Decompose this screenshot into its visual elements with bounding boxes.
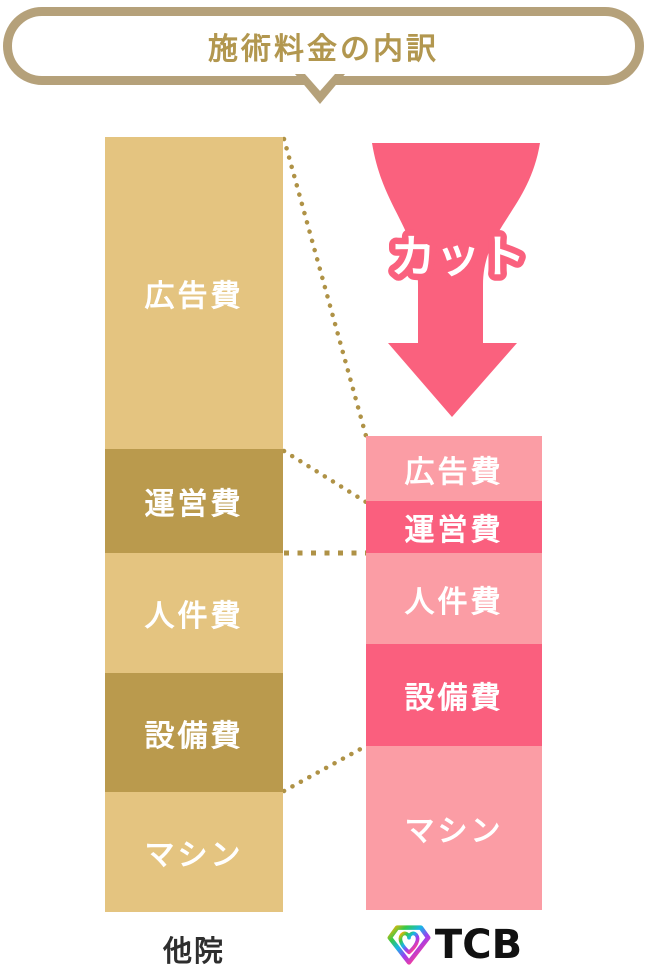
cut-arrow-icon xyxy=(372,143,540,417)
segment-label: 運営費 xyxy=(144,487,244,522)
segment-advertising: 広告費 xyxy=(366,436,542,501)
segment-advertising: 広告費 xyxy=(105,137,283,449)
segment-label: 人件費 xyxy=(144,599,244,634)
segment-personnel: 人件費 xyxy=(366,553,542,644)
segment-label: 広告費 xyxy=(404,454,504,490)
segment-label: 設備費 xyxy=(144,718,244,754)
segment-machine: マシン xyxy=(366,746,542,910)
tcb-diamond-icon xyxy=(387,925,431,965)
segment-machine: マシン xyxy=(105,792,283,912)
segment-label: 人件費 xyxy=(404,584,504,620)
segment-label: マシン xyxy=(144,838,244,873)
label-other-clinics: 他院 xyxy=(162,934,225,968)
page-title: 施術料金の内訳 xyxy=(208,32,439,67)
stacked-bar-other-clinics: 広告費 運営費 人件費 設備費 マシン xyxy=(105,137,283,912)
segment-label: マシン xyxy=(404,814,504,849)
tcb-wordmark: TCB xyxy=(434,922,523,968)
segment-label: 設備費 xyxy=(404,681,504,716)
segment-label: 運営費 xyxy=(404,513,504,548)
segment-equipment: 設備費 xyxy=(105,673,283,792)
segment-operations: 運営費 xyxy=(366,501,542,553)
cut-label: カット xyxy=(384,224,532,290)
stacked-bar-tcb: 広告費 運営費 人件費 設備費 マシン xyxy=(366,436,542,910)
segment-label: 広告費 xyxy=(144,279,244,314)
cut-label-text: カット xyxy=(390,230,525,283)
bubble-tail xyxy=(295,74,345,104)
tcb-logo: TCB xyxy=(366,922,542,968)
segment-personnel: 人件費 xyxy=(105,553,283,673)
segment-equipment: 設備費 xyxy=(366,644,542,746)
segment-operations: 運営費 xyxy=(105,449,283,553)
